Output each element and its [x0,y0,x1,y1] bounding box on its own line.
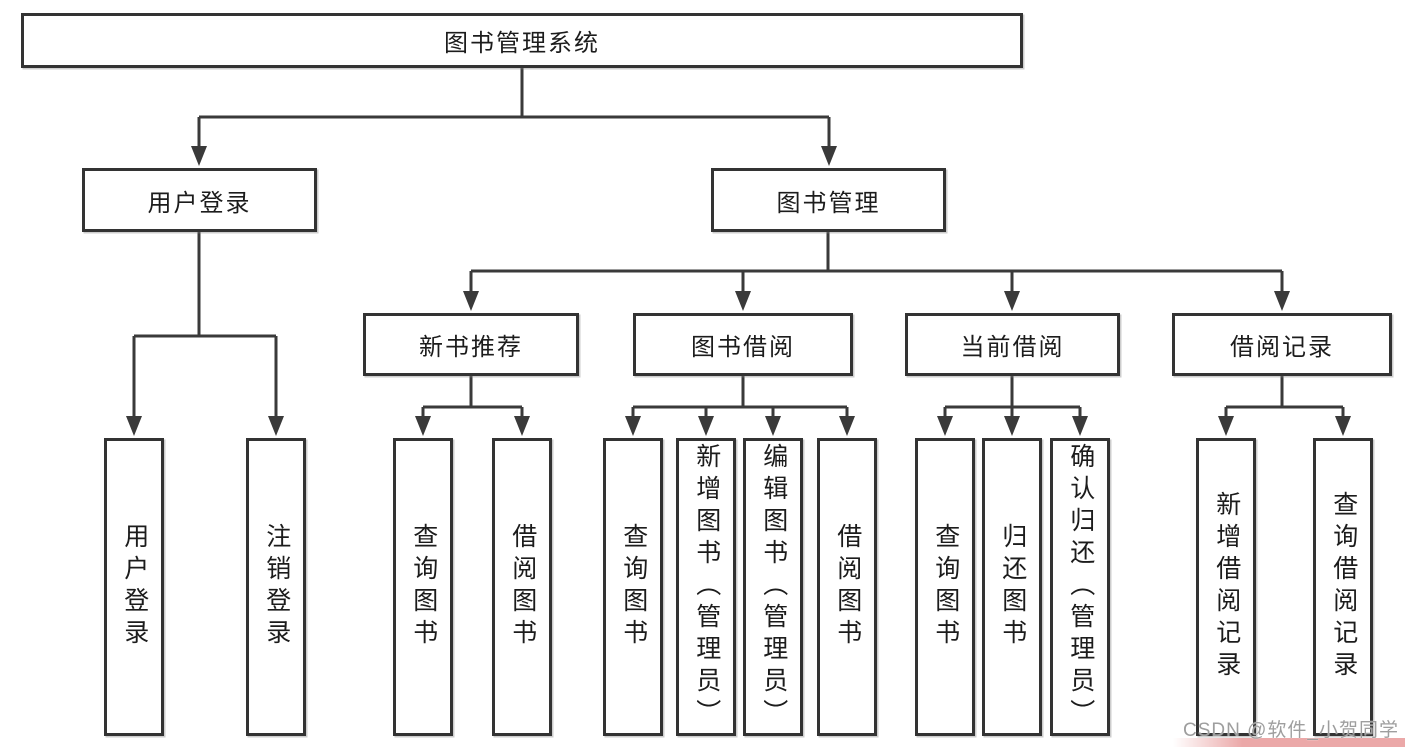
arrowheads [126,146,1351,436]
leaf-add-book-admin: 新增图书（管理员） [676,438,736,736]
leaf-edit-book-admin: 编辑图书（管理员） [743,438,803,736]
leaf-borrow-book-recommend: 借阅图书 [492,438,552,736]
leaf-confirm-return-admin: 确认归还（管理员） [1050,438,1110,736]
leaf-borrow-book: 借阅图书 [817,438,877,736]
leaf-query-book-current: 查询图书 [915,438,975,736]
leaf-query-book-borrowing: 查询图书 [603,438,663,736]
node-current-borrowing: 当前借阅 [905,313,1120,376]
node-book-borrowing: 图书借阅 [633,313,853,376]
node-new-book-recommend: 新书推荐 [363,313,579,376]
leaf-query-book-recommend: 查询图书 [393,438,453,736]
csdn-watermark: CSDN @软件_小贺同学 [1183,720,1399,741]
leaf-query-borrow-record: 查询借阅记录 [1313,438,1373,736]
node-user-login: 用户登录 [82,168,317,232]
node-book-management: 图书管理 [711,168,946,232]
leaf-user-login: 用户登录 [104,438,164,736]
watermark-pink-band [1173,738,1405,747]
node-root-library-system: 图书管理系统 [21,13,1023,68]
node-borrowing-records: 借阅记录 [1172,313,1392,376]
leaf-logout: 注销登录 [246,438,306,736]
leaf-return-book: 归还图书 [982,438,1042,736]
leaf-add-borrow-record: 新增借阅记录 [1196,438,1256,736]
